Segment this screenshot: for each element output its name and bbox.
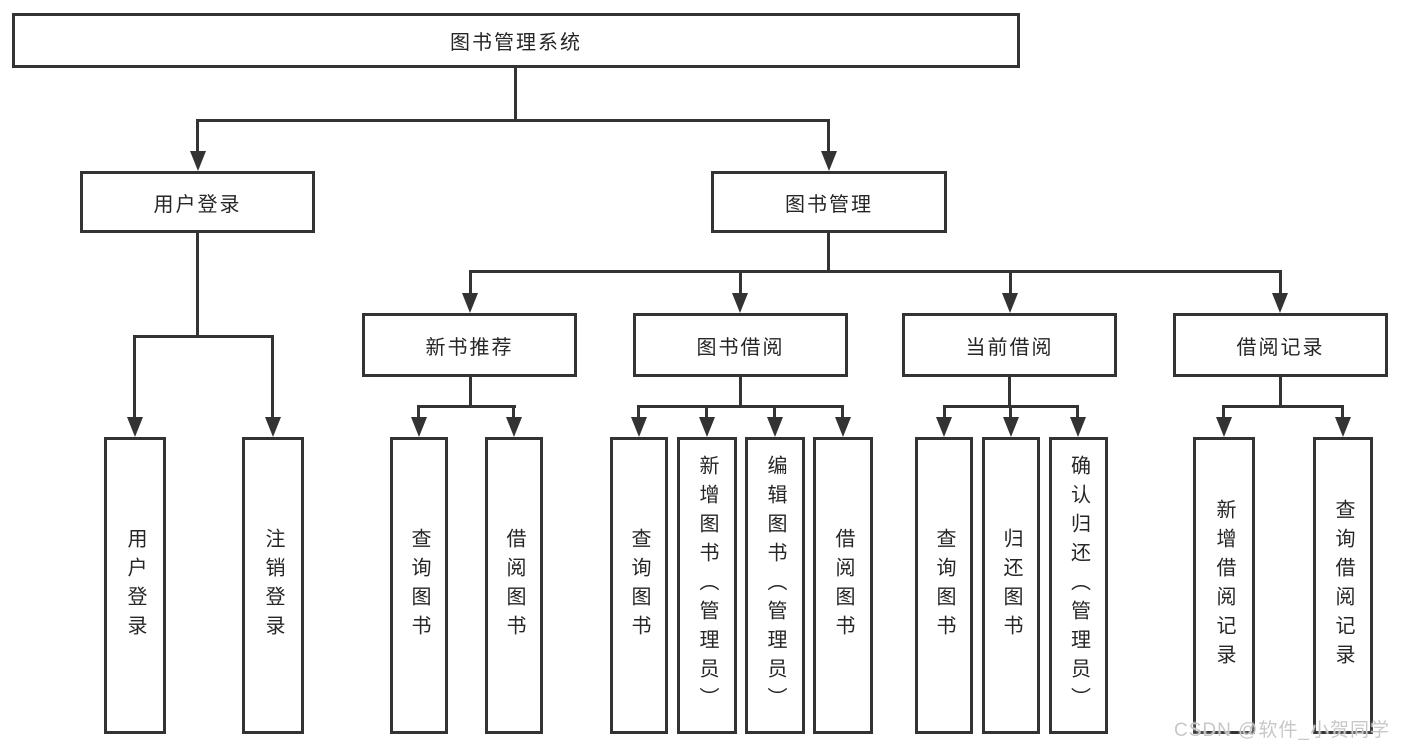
node-new-book-recommend: 新书推荐 <box>362 313 577 377</box>
leaf-recommend-borrow-books: 借阅图书 <box>485 437 543 734</box>
connector-drop-leaf <box>773 405 776 419</box>
connector-drop-leaf <box>271 335 274 419</box>
arrow-down-icon <box>699 417 715 437</box>
leaf-query-borrow-record: 查询借阅记录 <box>1313 437 1373 734</box>
node-borrow-records: 借阅记录 <box>1173 313 1388 377</box>
connector-mgmt-stem <box>827 233 830 272</box>
leaf-label: 借阅图书 <box>503 527 525 644</box>
connector-drop-leaf <box>705 405 708 419</box>
leaf-label: 借阅图书 <box>832 527 854 644</box>
arrow-down-icon <box>1003 417 1019 437</box>
connector-drop-leaf <box>1341 405 1344 419</box>
connector-root-stem <box>514 68 517 121</box>
connector-drop-current <box>1009 270 1012 295</box>
node-label: 图书借阅 <box>696 336 785 359</box>
connector-drop-book-management <box>827 119 830 154</box>
node-current-borrow: 当前借阅 <box>902 313 1117 377</box>
connector-borrow-stem <box>739 377 742 407</box>
node-label: 图书管理系统 <box>450 32 582 54</box>
arrow-down-icon <box>127 417 143 437</box>
connector-borrow-branch <box>637 405 844 408</box>
leaf-add-borrow-record: 新增借阅记录 <box>1193 437 1255 734</box>
connector-root-branch <box>196 119 830 122</box>
arrow-down-icon <box>1002 293 1018 313</box>
connector-recommend-branch <box>417 405 516 408</box>
connector-drop-leaf <box>637 405 640 419</box>
leaf-user-login: 用户登录 <box>104 437 166 734</box>
node-book-management: 图书管理 <box>711 171 947 233</box>
arrow-down-icon <box>767 417 783 437</box>
connector-drop-user-login <box>196 119 199 154</box>
connector-drop-records <box>1279 270 1282 295</box>
connector-recommend-stem <box>469 377 472 407</box>
leaf-label: 用户登录 <box>124 527 146 644</box>
leaf-label: 新增图书（管理员） <box>696 455 718 716</box>
node-label: 用户登录 <box>153 193 242 216</box>
node-label: 借阅记录 <box>1236 336 1325 359</box>
arrow-down-icon <box>506 417 522 437</box>
arrow-down-icon <box>190 151 206 171</box>
leaf-label: 注销登录 <box>262 527 284 644</box>
leaf-edit-books-admin: 编辑图书（管理员） <box>745 437 805 734</box>
csdn-watermark: CSDN @软件_小贺同学 <box>1174 720 1390 741</box>
connector-drop-borrow <box>739 270 742 295</box>
connector-mgmt-branch <box>469 270 1281 273</box>
connector-drop-leaf <box>943 405 946 419</box>
leaf-borrow-books: 借阅图书 <box>813 437 873 734</box>
connector-login-branch <box>134 335 274 338</box>
leaf-label: 新增借阅记录 <box>1213 498 1235 673</box>
leaf-label: 编辑图书（管理员） <box>764 455 786 716</box>
connector-records-branch <box>1222 405 1343 408</box>
connector-drop-recommend <box>469 270 472 295</box>
leaf-current-query-books: 查询图书 <box>915 437 973 734</box>
connector-drop-leaf <box>512 405 515 419</box>
leaf-label: 确认归还（管理员） <box>1067 455 1090 716</box>
connector-current-stem <box>1008 377 1011 407</box>
leaf-recommend-query-books: 查询图书 <box>390 437 448 734</box>
leaf-label: 查询图书 <box>408 527 430 644</box>
arrow-down-icon <box>936 417 952 437</box>
arrow-down-icon <box>1272 293 1288 313</box>
connector-drop-leaf <box>1009 405 1012 419</box>
node-root-library-system: 图书管理系统 <box>12 13 1020 68</box>
leaf-confirm-return-admin: 确认归还（管理员） <box>1049 437 1108 734</box>
leaf-label: 查询图书 <box>933 527 955 644</box>
connector-drop-leaf <box>133 335 136 419</box>
arrow-down-icon <box>631 417 647 437</box>
node-label: 图书管理 <box>785 193 873 216</box>
node-label: 当前借阅 <box>965 336 1054 359</box>
connector-drop-leaf <box>841 405 844 419</box>
arrow-down-icon <box>265 417 281 437</box>
arrow-down-icon <box>1216 417 1232 437</box>
node-user-login: 用户登录 <box>80 171 315 233</box>
leaf-label: 查询图书 <box>628 527 650 644</box>
arrow-down-icon <box>1335 417 1351 437</box>
arrow-down-icon <box>821 151 837 171</box>
leaf-return-books: 归还图书 <box>982 437 1040 734</box>
arrow-down-icon <box>732 293 748 313</box>
node-book-borrow: 图书借阅 <box>633 313 848 377</box>
connector-login-stem <box>196 233 199 337</box>
leaf-label: 查询借阅记录 <box>1332 498 1354 673</box>
leaf-logout: 注销登录 <box>242 437 304 734</box>
connector-drop-leaf <box>1076 405 1079 419</box>
node-label: 新书推荐 <box>425 336 514 359</box>
arrow-down-icon <box>1070 417 1086 437</box>
leaf-borrow-query-books: 查询图书 <box>610 437 668 734</box>
leaf-add-books-admin: 新增图书（管理员） <box>677 437 737 734</box>
connector-drop-leaf <box>417 405 420 419</box>
leaf-label: 归还图书 <box>1000 527 1022 644</box>
arrow-down-icon <box>462 293 478 313</box>
connector-drop-leaf <box>1222 405 1225 419</box>
connector-records-stem <box>1279 377 1282 407</box>
arrow-down-icon <box>411 417 427 437</box>
arrow-down-icon <box>835 417 851 437</box>
